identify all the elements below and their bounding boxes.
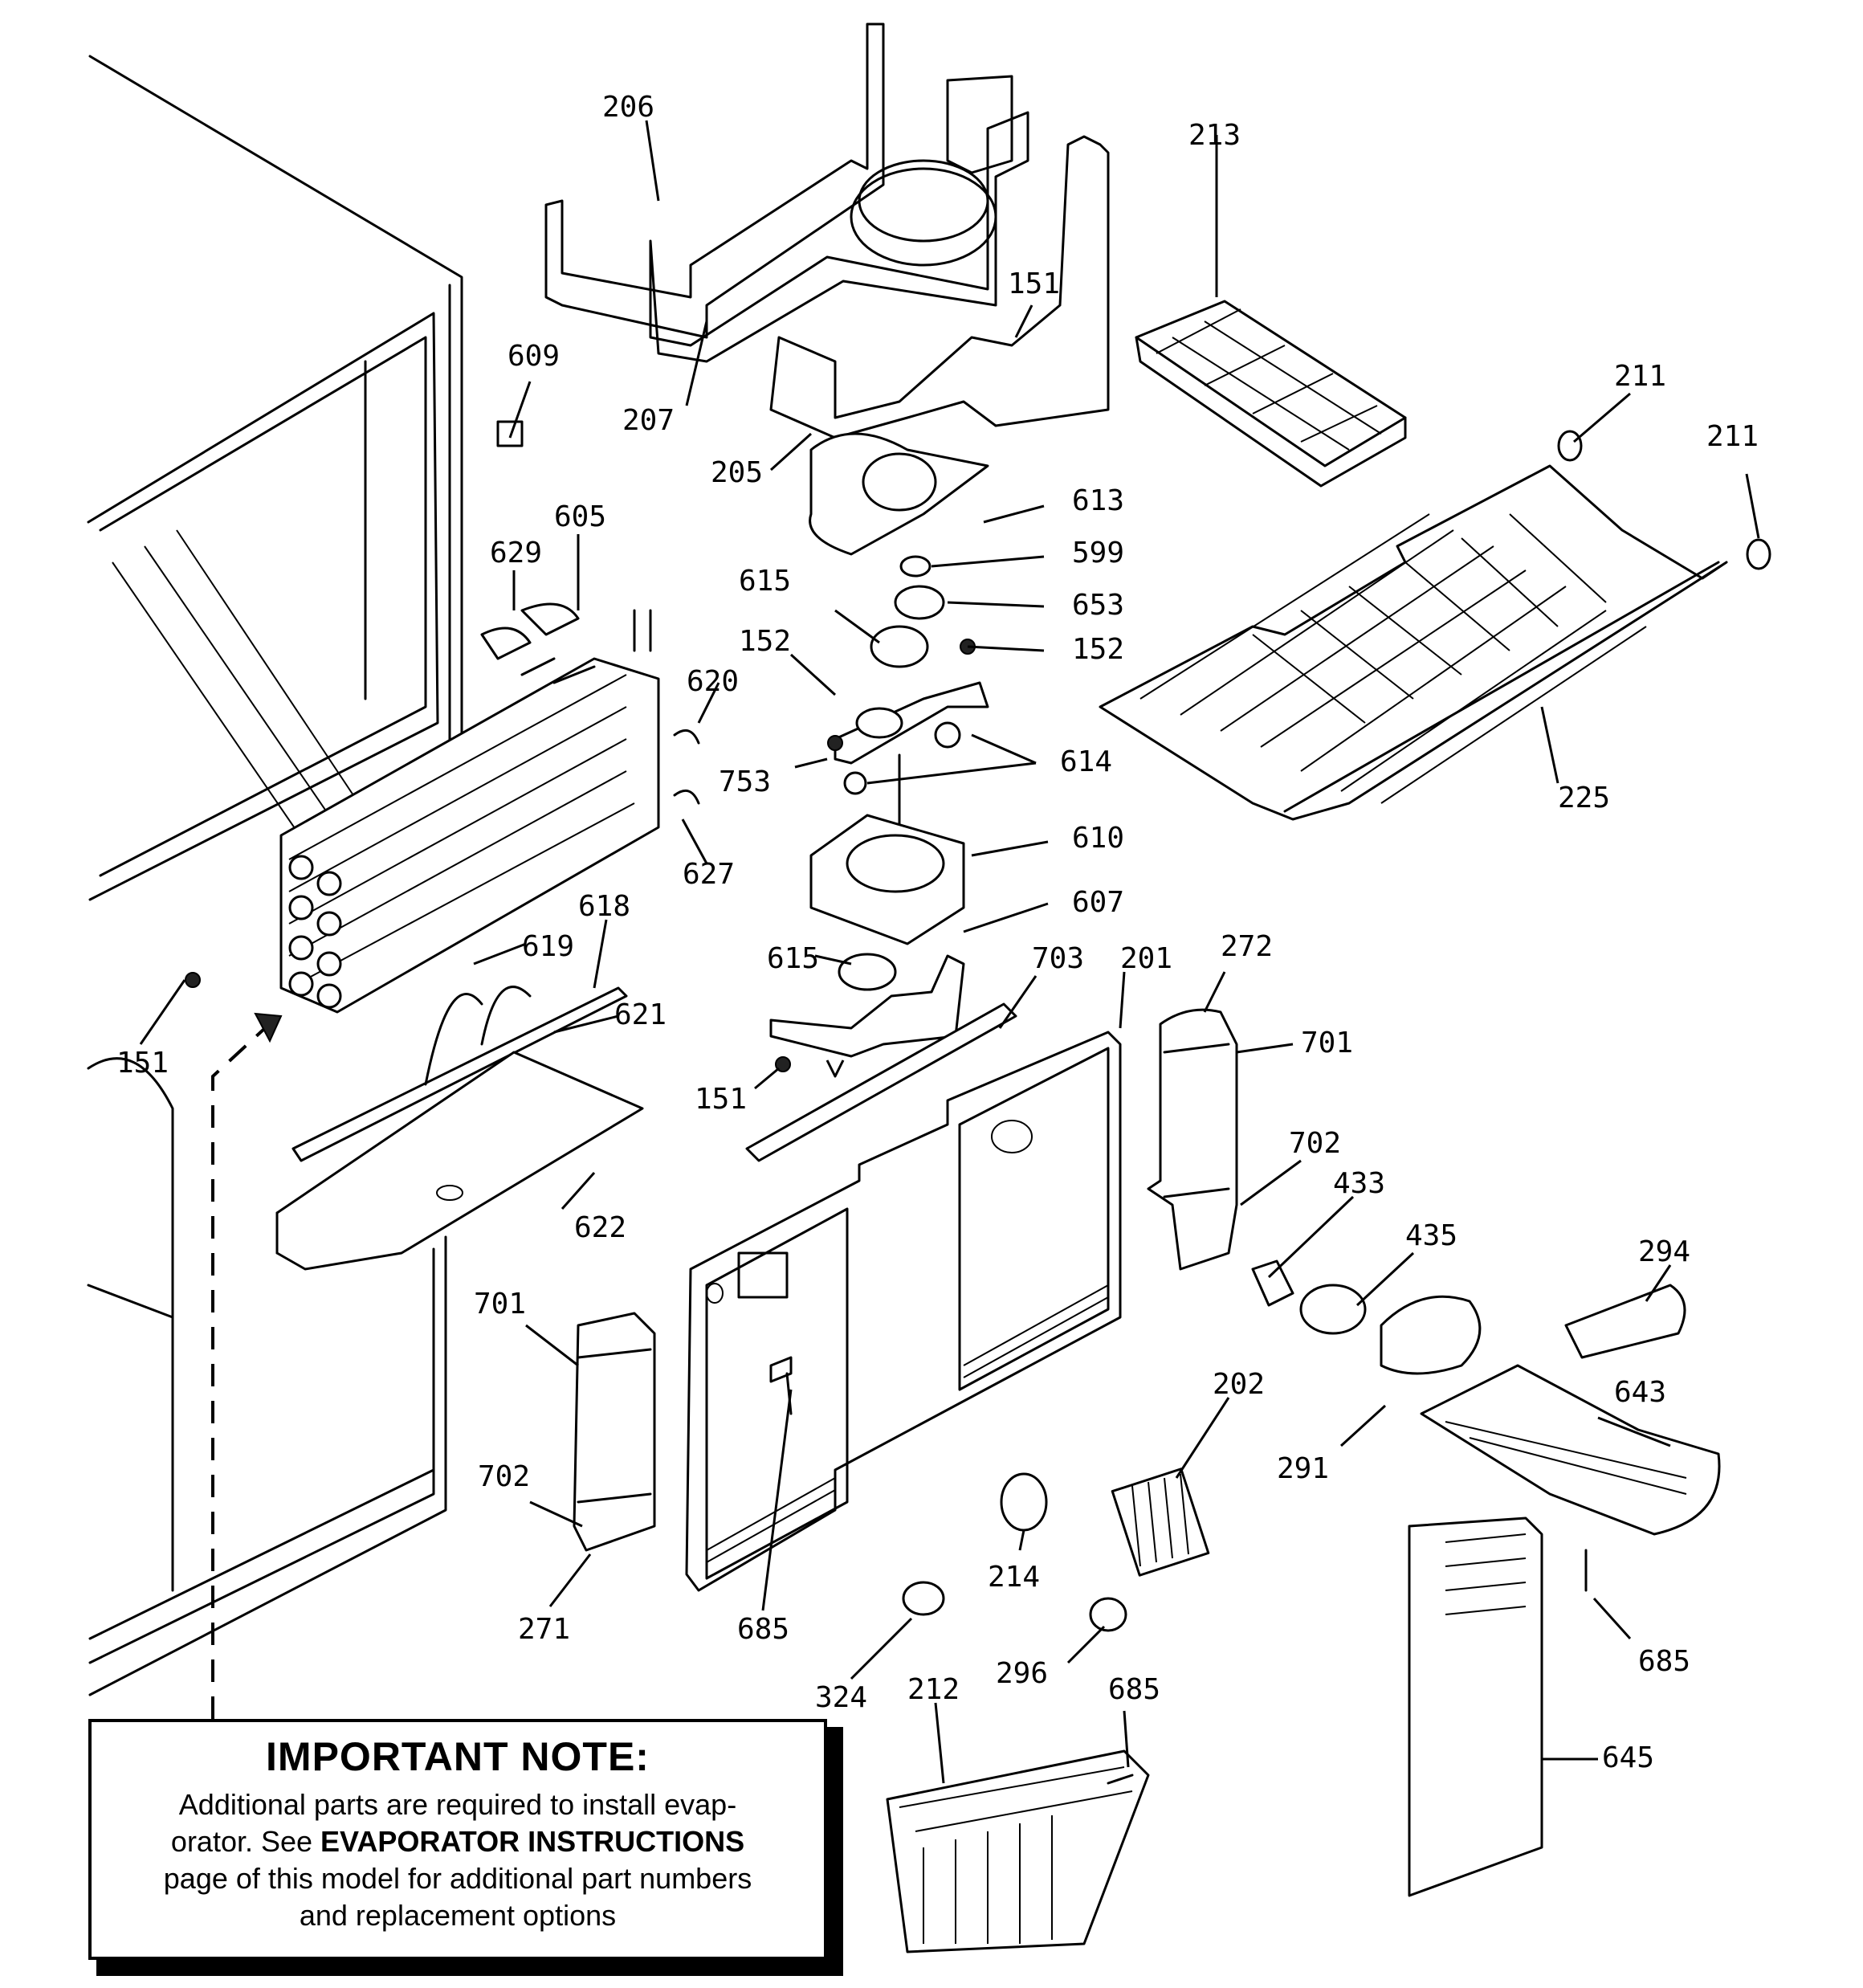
- note-line-2-bold: EVAPORATOR INSTRUCTIONS: [320, 1825, 745, 1858]
- leader-lines: [139, 120, 1760, 1784]
- callout-753: 753: [719, 765, 771, 798]
- callout-702: 702: [1289, 1127, 1341, 1160]
- note-line-2-text: orator. See: [170, 1825, 321, 1858]
- callout-225: 225: [1558, 782, 1610, 814]
- callout-213: 213: [1188, 119, 1241, 152]
- callout-599: 599: [1072, 537, 1124, 569]
- callout-211: 211: [1706, 420, 1759, 453]
- ice-tray: [1135, 300, 1407, 488]
- note-title: IMPORTANT NOTE:: [266, 1734, 650, 1779]
- ice-bucket-bracket: [544, 22, 1110, 439]
- callout-610: 610: [1072, 822, 1124, 855]
- cabinet-outline: [87, 55, 463, 1696]
- callout-607: 607: [1072, 886, 1124, 919]
- callout-labels: 206 213 151 211 211 609 207 205 605 629 …: [116, 91, 1759, 1774]
- note-line-2: orator. See EVAPORATOR INSTRUCTIONS: [92, 1823, 824, 1860]
- callout-294: 294: [1638, 1235, 1690, 1268]
- callout-645: 645: [1602, 1741, 1654, 1774]
- callout-618: 618: [578, 890, 630, 923]
- callout-271: 271: [518, 1613, 570, 1646]
- callout-201: 201: [1120, 942, 1172, 975]
- callout-615: 615: [767, 942, 819, 975]
- callout-620: 620: [687, 665, 739, 698]
- callout-615: 615: [739, 565, 791, 598]
- callout-212: 212: [907, 1673, 960, 1706]
- callout-613: 613: [1072, 484, 1124, 517]
- callout-291: 291: [1277, 1452, 1329, 1485]
- callout-619: 619: [522, 930, 574, 963]
- callout-622: 622: [574, 1211, 626, 1244]
- callout-296: 296: [996, 1657, 1048, 1690]
- callout-701: 701: [474, 1288, 526, 1321]
- callout-151: 151: [695, 1083, 747, 1116]
- important-note: IMPORTANT NOTE: Additional parts are req…: [88, 1719, 827, 1960]
- callout-614: 614: [1060, 745, 1112, 778]
- wire-shelf: [1099, 430, 1771, 821]
- callout-152: 152: [1072, 633, 1124, 666]
- callout-207: 207: [622, 404, 675, 437]
- callout-151: 151: [1008, 267, 1060, 300]
- note-line-4: and replacement options: [299, 1899, 617, 1932]
- callout-701: 701: [1301, 1027, 1353, 1059]
- callout-324: 324: [815, 1681, 867, 1714]
- callout-653: 653: [1072, 589, 1124, 622]
- light-assembly: [1251, 1259, 1686, 1375]
- callout-202: 202: [1213, 1368, 1265, 1401]
- callout-152: 152: [739, 625, 791, 658]
- air-ducts: [573, 1008, 1238, 1552]
- callout-685: 685: [737, 1613, 789, 1646]
- install-arrow: [211, 1012, 283, 1719]
- callout-685: 685: [1638, 1645, 1690, 1678]
- callout-205: 205: [711, 456, 763, 489]
- callout-685: 685: [1108, 1673, 1160, 1706]
- dispenser-parts: [785, 1364, 1721, 1953]
- callout-621: 621: [614, 998, 667, 1031]
- callout-433: 433: [1333, 1167, 1385, 1200]
- callout-211: 211: [1614, 360, 1666, 393]
- evaporator-cover-panel: [685, 1002, 1122, 1592]
- evaporator-coil: [185, 420, 700, 1271]
- callout-609: 609: [508, 340, 560, 373]
- callout-703: 703: [1032, 942, 1084, 975]
- callout-272: 272: [1221, 930, 1273, 963]
- callout-643: 643: [1614, 1376, 1666, 1409]
- callout-702: 702: [478, 1460, 530, 1493]
- note-line-3: page of this model for additional part n…: [163, 1862, 752, 1895]
- note-body: Additional parts are required to install…: [92, 1786, 824, 1934]
- note-line-1: Additional parts are required to install…: [178, 1788, 737, 1821]
- callout-206: 206: [602, 91, 654, 124]
- callout-435: 435: [1405, 1219, 1457, 1252]
- fan-assembly: [769, 432, 989, 1078]
- callout-629: 629: [490, 537, 542, 569]
- callout-605: 605: [554, 500, 606, 533]
- callout-214: 214: [988, 1561, 1040, 1594]
- callout-627: 627: [683, 858, 735, 891]
- callout-151: 151: [116, 1047, 169, 1080]
